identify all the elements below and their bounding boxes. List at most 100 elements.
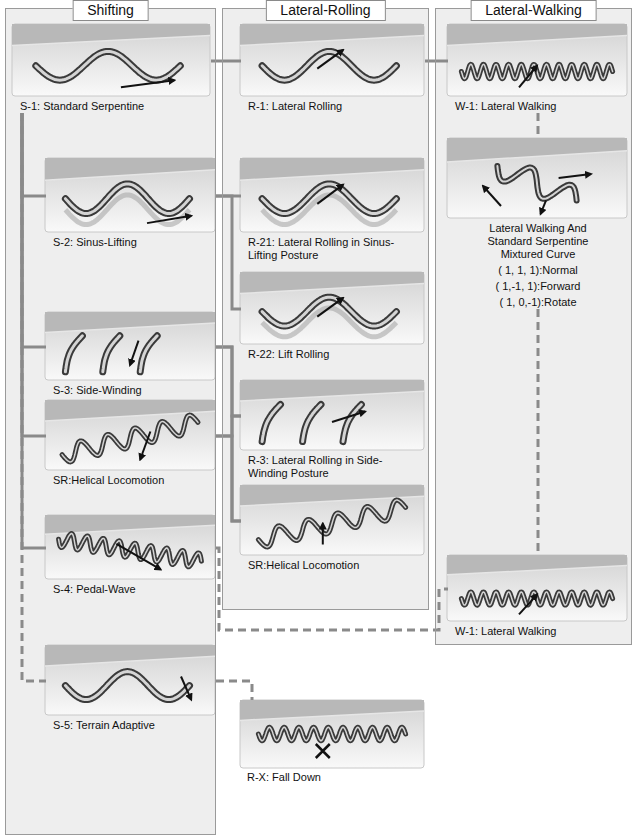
snake-highlight bbox=[59, 534, 202, 567]
floor bbox=[240, 24, 424, 96]
floor bbox=[447, 24, 627, 96]
wall-edge bbox=[240, 391, 424, 401]
locomotion-illustration bbox=[240, 700, 424, 768]
motion-arrow bbox=[116, 544, 160, 570]
connector bbox=[22, 113, 46, 548]
snake-robot bbox=[65, 184, 189, 214]
mode-caption: ( 1,-1, 1):Forward bbox=[448, 277, 628, 293]
wall bbox=[240, 272, 424, 294]
mode-caption: ( 1, 1, 1):Normal bbox=[448, 261, 628, 277]
snake-robot bbox=[262, 297, 396, 326]
motion-arrow bbox=[317, 50, 343, 69]
snake-highlight bbox=[62, 415, 198, 462]
mode-caption: S-5: Terrain Adaptive bbox=[46, 716, 216, 732]
locomotion-card: S-5: Terrain Adaptive bbox=[46, 646, 216, 732]
wall bbox=[240, 158, 424, 180]
floor bbox=[240, 700, 424, 768]
snake-robot bbox=[461, 592, 612, 605]
mode-panel: ShiftingS-1: Standard SerpentineS-2: Sin… bbox=[5, 8, 216, 835]
locomotion-card: S-2: Sinus-Lifting bbox=[46, 159, 216, 249]
connector bbox=[216, 347, 241, 416]
motion-arrow bbox=[121, 80, 174, 87]
locomotion-card: Lateral Walking And Standard Serpentine … bbox=[448, 139, 628, 309]
snake-robot bbox=[497, 166, 576, 200]
locomotion-illustration bbox=[447, 138, 627, 218]
mode-caption: R-21: Lateral Rolling in Sinus-Lifting P… bbox=[241, 233, 425, 262]
motion-arrow bbox=[317, 298, 343, 317]
wall bbox=[45, 158, 215, 180]
wall bbox=[45, 400, 215, 421]
snake-highlight bbox=[258, 727, 405, 740]
wall-edge bbox=[447, 566, 627, 575]
locomotion-illustration bbox=[240, 158, 424, 232]
snake-highlight bbox=[103, 336, 120, 372]
snake-robot bbox=[258, 727, 405, 740]
floor bbox=[45, 158, 215, 232]
mode-caption: R-X: Fall Down bbox=[240, 768, 424, 784]
motion-arrow bbox=[181, 677, 191, 700]
wall-edge bbox=[240, 36, 424, 46]
mode-caption: W-1: Lateral Walking bbox=[448, 622, 628, 638]
snake-robot bbox=[262, 184, 396, 214]
floor bbox=[240, 380, 424, 450]
connector bbox=[22, 113, 46, 436]
locomotion-illustration bbox=[240, 485, 424, 555]
snake-highlight bbox=[65, 672, 189, 700]
wall-edge bbox=[447, 151, 627, 162]
wall-edge bbox=[240, 711, 424, 721]
snake-robot bbox=[36, 51, 181, 80]
mode-caption: S-2: Sinus-Lifting bbox=[46, 233, 216, 249]
panel-heading: Shifting bbox=[72, 0, 149, 21]
snake-highlight bbox=[140, 336, 157, 372]
dashed-connector bbox=[216, 548, 448, 630]
panel-ground bbox=[435, 8, 632, 645]
mode-caption: ( 1, 0,-1):Rotate bbox=[448, 293, 628, 309]
snake-robot bbox=[65, 336, 82, 372]
cross-mark bbox=[316, 744, 330, 758]
wall bbox=[240, 380, 424, 401]
mode-caption: S-3: Side-Winding bbox=[46, 381, 216, 397]
wall-edge bbox=[45, 656, 215, 666]
floor bbox=[240, 272, 424, 344]
wall bbox=[447, 138, 627, 162]
mode-caption: Lateral Walking And Standard Serpentine … bbox=[478, 219, 598, 261]
snake-robot bbox=[65, 672, 189, 700]
dashed-connector bbox=[537, 113, 540, 139]
locomotion-card: R-22: Lift Rolling bbox=[241, 273, 425, 361]
wall bbox=[240, 24, 424, 46]
locomotion-illustration bbox=[12, 24, 210, 96]
motion-arrow bbox=[483, 186, 501, 206]
motion-arrow bbox=[559, 174, 591, 178]
mode-caption: S-1: Standard Serpentine bbox=[13, 97, 211, 113]
locomotion-card: SR:Helical Locomotion bbox=[241, 486, 425, 572]
locomotion-illustration bbox=[45, 312, 215, 380]
motion-arrow bbox=[317, 185, 343, 204]
motion-arrow bbox=[322, 524, 324, 545]
panel-heading: Lateral-Walking bbox=[470, 0, 597, 21]
snake-highlight bbox=[461, 592, 612, 605]
connector bbox=[216, 436, 241, 521]
snake-highlight bbox=[262, 184, 396, 214]
snake-highlight bbox=[65, 184, 189, 214]
snake-highlight bbox=[262, 405, 280, 442]
mode-caption: S-4: Pedal-Wave bbox=[46, 580, 216, 596]
snake-highlight bbox=[303, 405, 321, 442]
mode-panel: Lateral-WalkingW-1: Lateral WalkingLater… bbox=[435, 8, 632, 645]
panel-ground bbox=[222, 8, 429, 610]
locomotion-card: W-1: Lateral Walking bbox=[448, 556, 628, 638]
locomotion-illustration bbox=[45, 400, 215, 470]
connector bbox=[216, 347, 241, 521]
snake-robot bbox=[140, 336, 157, 372]
floor bbox=[447, 138, 627, 218]
locomotion-illustration bbox=[240, 380, 424, 450]
floor bbox=[240, 158, 424, 232]
snake-robot bbox=[262, 405, 280, 442]
floor bbox=[45, 400, 215, 470]
floor bbox=[45, 645, 215, 715]
snake-highlight bbox=[65, 336, 82, 372]
wall bbox=[45, 645, 215, 666]
motion-arrow bbox=[140, 432, 150, 460]
snake-robot bbox=[62, 415, 198, 462]
floor bbox=[45, 312, 215, 380]
